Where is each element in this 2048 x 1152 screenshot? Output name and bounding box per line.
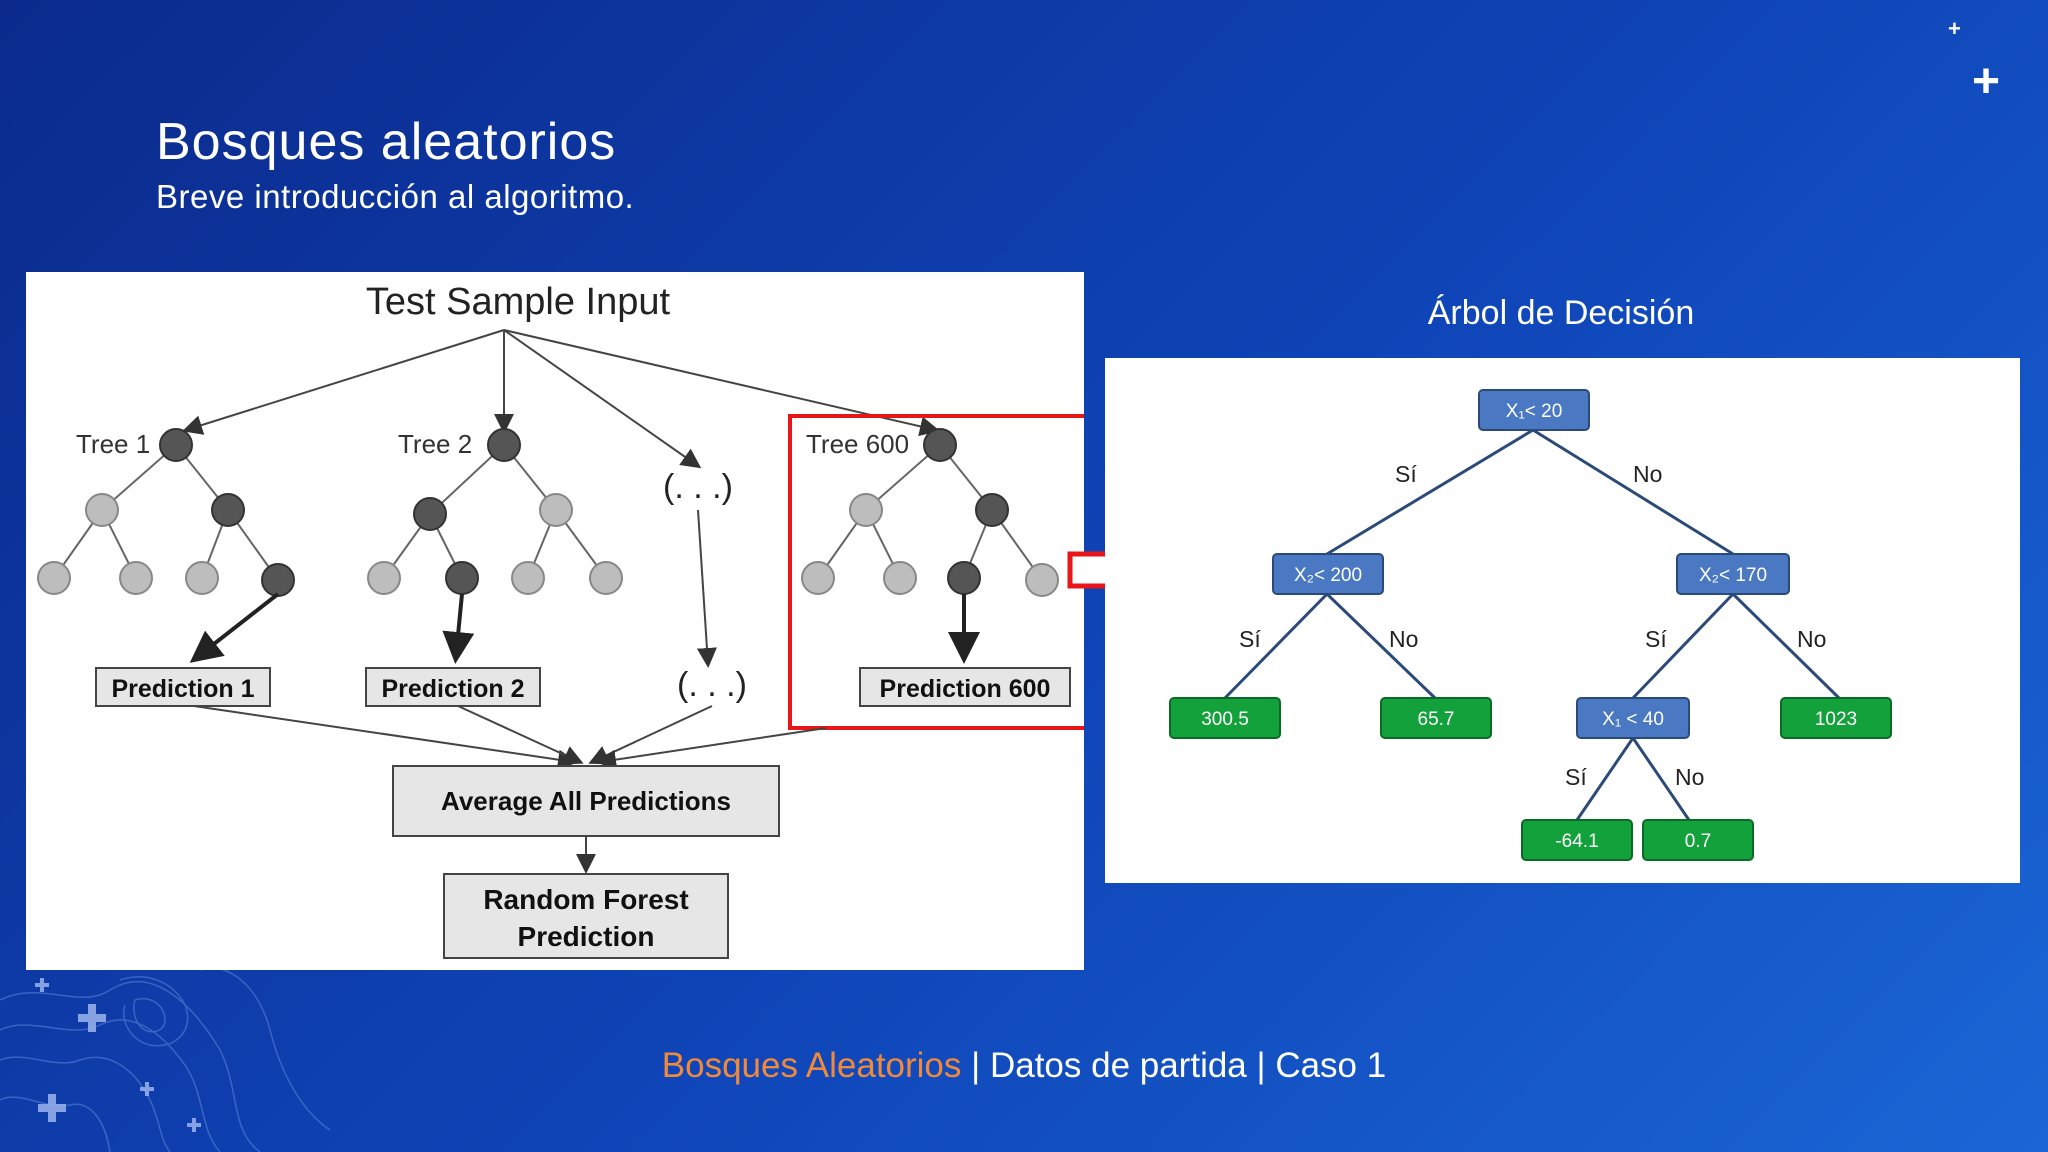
edge-label-yes-root: Sí bbox=[1395, 461, 1417, 487]
prediction-1-label: Prediction 1 bbox=[111, 675, 254, 703]
average-all-predictions-label: Average All Predictions bbox=[441, 786, 731, 816]
input-arrows bbox=[182, 329, 940, 469]
left-node-label: X₂< 200 bbox=[1294, 565, 1362, 586]
tree-1: Tree 1 Prediction 1 bbox=[37, 428, 295, 707]
leaf-300-5: 300.5 bbox=[1201, 709, 1249, 730]
edge-label-yes-right-left: Sí bbox=[1565, 764, 1587, 790]
right-node-label: X₂< 170 bbox=[1699, 565, 1767, 586]
random-forest-prediction-line1: Random Forest bbox=[483, 884, 688, 915]
slide-title: Bosques aleatorios bbox=[156, 113, 617, 171]
decision-tree-caption: Árbol de Decisión bbox=[1427, 294, 1695, 332]
edge-label-no-right: No bbox=[1797, 626, 1826, 652]
leaf-0-7: 0.7 bbox=[1685, 831, 1711, 852]
root-node-label: X₁< 20 bbox=[1506, 401, 1563, 422]
leaf-65-7: 65.7 bbox=[1418, 709, 1455, 730]
leaf-1023: 1023 bbox=[1815, 709, 1857, 730]
decision-tree-diagram: X₁< 20 X₂< 200 X₂< 170 X₁ < 40 300.5 65.… bbox=[1105, 358, 2020, 883]
prediction-600-label: Prediction 600 bbox=[880, 675, 1051, 703]
edge-label-no-root: No bbox=[1633, 461, 1662, 487]
random-forest-prediction-line2: Prediction bbox=[518, 921, 655, 952]
footer-section: | Datos de partida | Caso 1 bbox=[961, 1046, 1387, 1085]
random-forest-diagram: Test Sample Input Tree 1 Pred bbox=[26, 272, 1098, 970]
footer: Bosques Aleatorios | Datos de partida | … bbox=[0, 1046, 2048, 1086]
random-forest-svg: Test Sample Input Tree 1 Pred bbox=[37, 281, 1098, 959]
tree-600-label: Tree 600 bbox=[806, 429, 909, 459]
edge-label-no-right-left: No bbox=[1675, 764, 1704, 790]
decision-tree-svg: X₁< 20 X₂< 200 X₂< 170 X₁ < 40 300.5 65.… bbox=[1169, 389, 1892, 861]
tree-ellipsis: (. . .) (. . .) bbox=[663, 468, 747, 704]
ellipsis-prediction-label: (. . .) bbox=[677, 666, 747, 704]
tree-2: Tree 2 Prediction 2 bbox=[365, 428, 623, 707]
test-sample-input-label: Test Sample Input bbox=[366, 281, 671, 323]
topographic-decoration bbox=[0, 967, 330, 1152]
prediction-2-label: Prediction 2 bbox=[381, 675, 524, 703]
aggregation-arrows bbox=[193, 705, 827, 874]
ellipsis-tree-label: (. . .) bbox=[663, 468, 733, 506]
tree-1-label: Tree 1 bbox=[76, 429, 150, 459]
tree-600: Tree 600 Prediction 600 bbox=[801, 428, 1071, 707]
slide-subtitle: Breve introducción al algoritmo. bbox=[156, 178, 635, 215]
edge-label-yes-left: Sí bbox=[1239, 626, 1261, 652]
right-left-node-label: X₁ < 40 bbox=[1602, 709, 1664, 730]
decision-tree-edges bbox=[1223, 428, 1841, 821]
plus-icon-small-top-right: + bbox=[1948, 16, 1961, 41]
edge-label-yes-right: Sí bbox=[1645, 626, 1667, 652]
plus-icon-top-right: + bbox=[1972, 55, 2001, 108]
edge-label-no-left: No bbox=[1389, 626, 1418, 652]
footer-topic: Bosques Aleatorios bbox=[661, 1046, 962, 1085]
leaf-neg-64-1: -64.1 bbox=[1555, 831, 1598, 852]
tree-2-label: Tree 2 bbox=[398, 429, 472, 459]
